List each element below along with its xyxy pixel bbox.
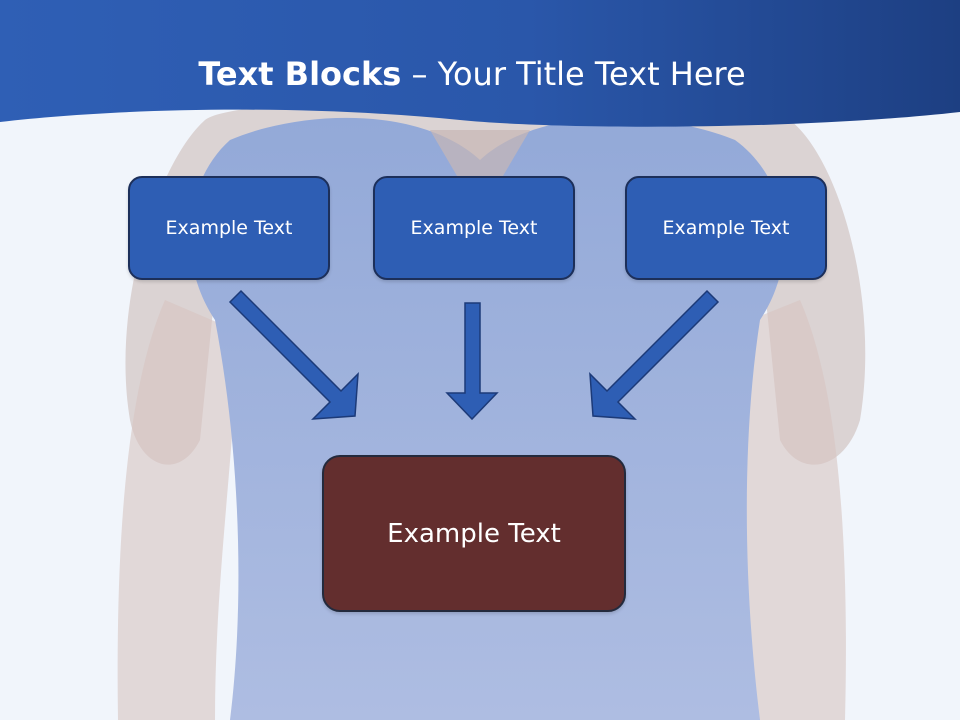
text-block-1[interactable]: Example Text bbox=[128, 176, 330, 280]
photo-arm-right bbox=[724, 300, 846, 720]
text-block-1-label: Example Text bbox=[165, 217, 293, 239]
arrow-down-middle bbox=[445, 302, 499, 421]
title-bold: Text Blocks bbox=[198, 55, 402, 93]
photo-neckline bbox=[430, 130, 530, 215]
target-block[interactable]: Example Text bbox=[322, 455, 626, 612]
title-dash: – bbox=[401, 55, 438, 93]
text-block-3[interactable]: Example Text bbox=[625, 176, 827, 280]
title-band bbox=[0, 0, 960, 127]
text-block-2[interactable]: Example Text bbox=[373, 176, 575, 280]
arrow-right-diagonal bbox=[589, 289, 720, 420]
text-block-3-label: Example Text bbox=[662, 217, 790, 239]
photo-arm-left bbox=[117, 300, 236, 720]
target-block-label: Example Text bbox=[387, 518, 561, 549]
title-rest: Your Title Text Here bbox=[437, 55, 746, 93]
slide-title: Text Blocks – Your Title Text Here bbox=[0, 52, 944, 96]
arrow-left-diagonal bbox=[228, 289, 359, 420]
text-block-2-label: Example Text bbox=[410, 217, 538, 239]
